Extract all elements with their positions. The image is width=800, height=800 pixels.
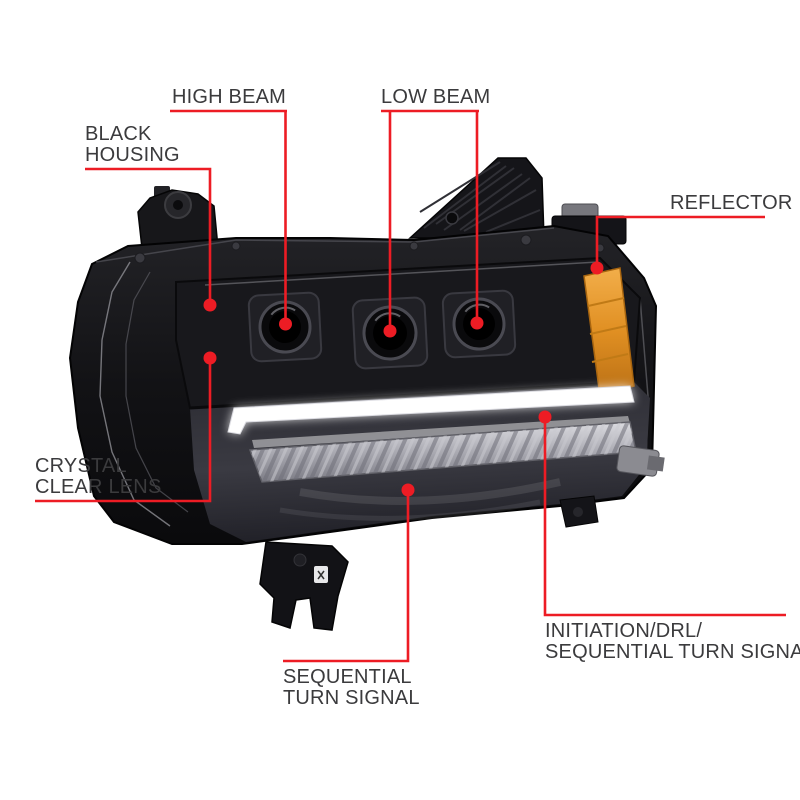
amber-side-reflector: [583, 267, 635, 397]
initiation-drl-marker-dot: [538, 410, 552, 424]
high-beam-marker-dot: [279, 317, 292, 331]
reflector-label: REFLECTOR: [670, 192, 793, 214]
low-beam-label: LOW BEAM: [381, 86, 491, 108]
black-housing-callout: [85, 167, 217, 312]
callouts: [35, 109, 786, 663]
crystal-clear-lens-callout: [35, 351, 217, 503]
mounting-bracket-bottom: [259, 541, 349, 631]
crystal-clear-lens-label-line2: CLEAR LENS: [35, 476, 162, 498]
bottom-right-tab: [559, 495, 599, 528]
reflector-callout: [590, 215, 765, 275]
drl-reflection: [252, 416, 630, 448]
bracket-label-tag: [314, 566, 328, 583]
low-beam-label-text: LOW BEAM: [381, 86, 491, 108]
crystal-clear-lens-label: CRYSTAL CLEAR LENS: [35, 456, 162, 498]
sequential-turn-signal-label-line2: TURN SIGNAL: [283, 687, 420, 709]
black-housing-label-line1: BLACK: [85, 123, 152, 145]
housing-bolts: [134, 234, 605, 264]
low-beam-callout: [381, 109, 484, 338]
wire-connector-right: [616, 445, 665, 477]
initiation-drl-label-line1: INITIATION/DRL/: [545, 620, 703, 642]
drl-light-bar: [227, 385, 635, 448]
initiation-drl-label-line2: SEQUENTIAL TURN SIGNAL: [545, 641, 800, 663]
sequential-turn-signal-marker-dot: [401, 483, 415, 497]
crystal-clear-lens-marker-dot: [203, 351, 217, 365]
low-beam-marker-dot-right: [470, 316, 484, 330]
initiation-drl-callout: [538, 410, 786, 617]
high-beam-label-text: HIGH BEAM: [171, 86, 287, 108]
sequential-turn-signal-callout: [283, 483, 415, 663]
black-housing-label: BLACK HOUSING: [85, 124, 180, 166]
high-beam-label: HIGH BEAM: [170, 87, 288, 108]
low-beam-marker-dot-center: [383, 324, 397, 338]
initiation-drl-label: INITIATION/DRL/ SEQUENTIAL TURN SIGNAL: [545, 621, 800, 663]
black-housing-label-line2: HOUSING: [85, 144, 180, 166]
reflector-label-text: REFLECTOR: [670, 192, 793, 214]
sequential-turn-signal-label: SEQUENTIAL TURN SIGNAL: [283, 667, 420, 709]
crystal-clear-lens-label-line1: CRYSTAL: [35, 455, 127, 477]
high-beam-callout: [170, 109, 292, 331]
reflector-marker-dot: [590, 261, 604, 275]
sequential-turn-signal-label-line1: SEQUENTIAL: [283, 666, 412, 688]
mounting-bracket-top-left: [137, 186, 219, 249]
black-housing-marker-dot: [203, 298, 217, 312]
